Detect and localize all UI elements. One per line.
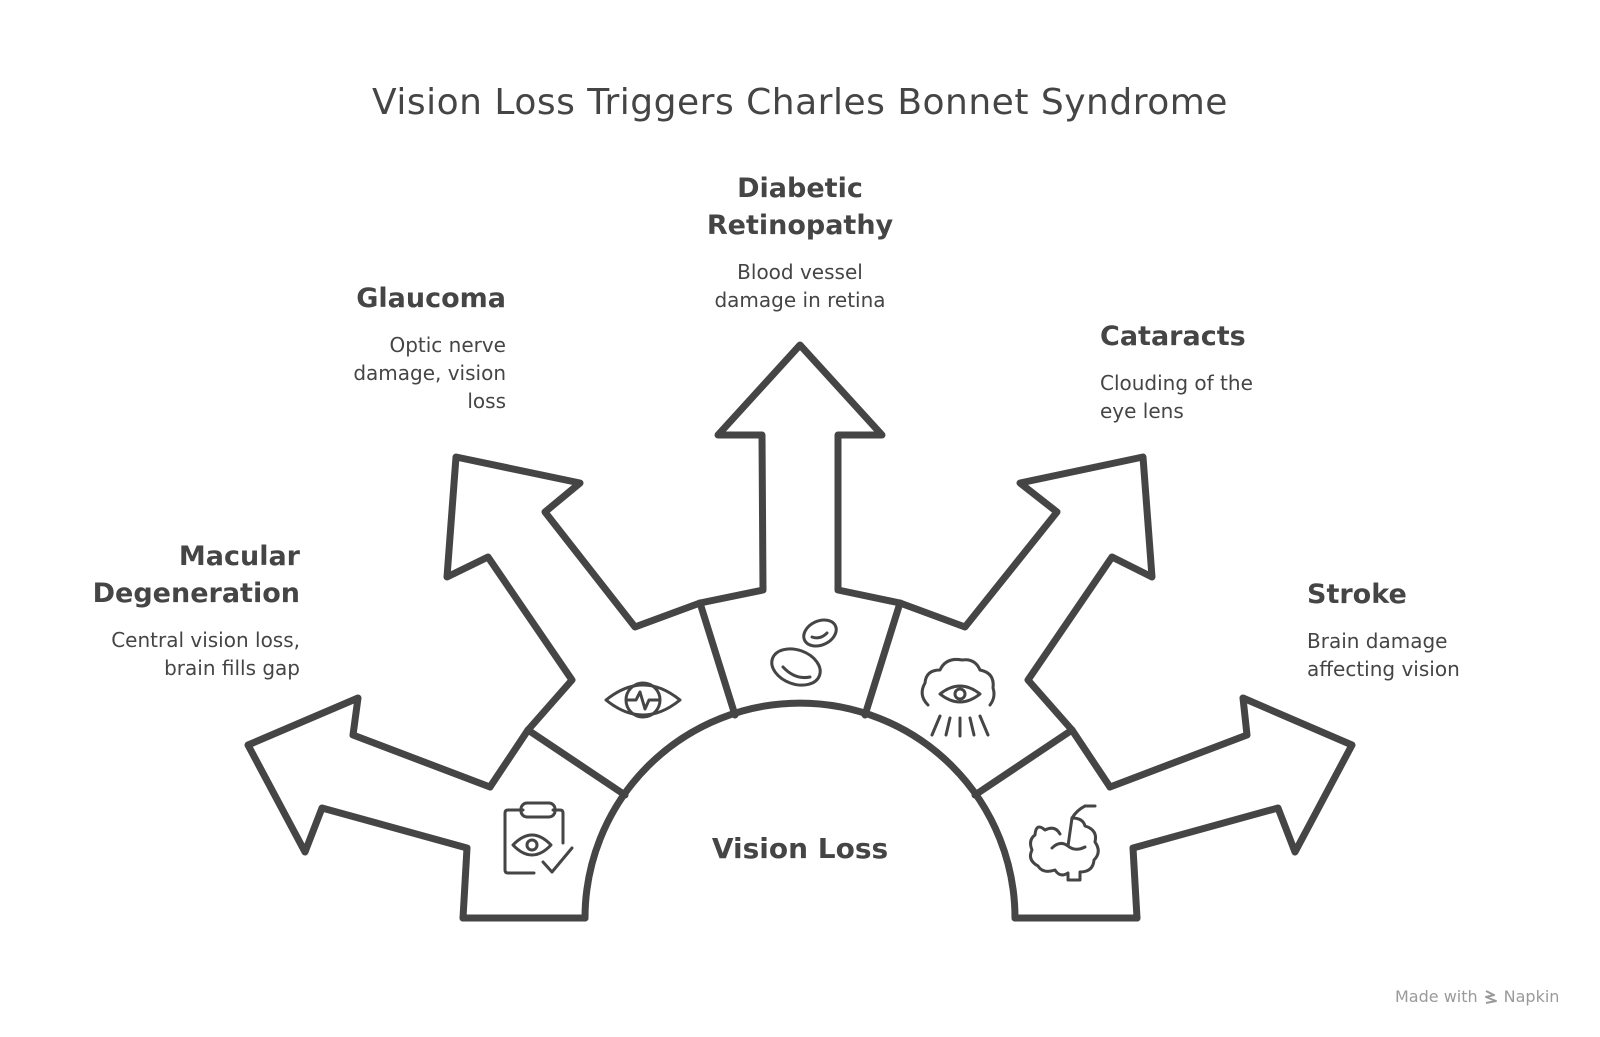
arrow-stroke bbox=[1068, 694, 1356, 922]
napkin-brand-text: Napkin bbox=[1503, 987, 1560, 1006]
arrow-cataracts bbox=[896, 453, 1156, 734]
center-semicircle bbox=[581, 699, 1019, 922]
brain-icon bbox=[1029, 804, 1100, 882]
blood-cells-icon bbox=[770, 618, 838, 687]
clouded-eye-icon bbox=[920, 658, 996, 738]
branch-description: Clouding of the eye lens bbox=[1100, 371, 1253, 423]
branch-heading: Macular Degeneration bbox=[92, 541, 300, 609]
clipboard-eye-check-icon bbox=[503, 801, 574, 875]
branch-diabetic-retinopathy: Diabetic Retinopathy Blood vessel damage… bbox=[650, 170, 950, 314]
arrow-macular-degeneration bbox=[244, 694, 532, 922]
arrow-diabetic-retinopathy bbox=[696, 341, 904, 607]
divider-4 bbox=[971, 726, 1076, 799]
center-label: Vision Loss bbox=[711, 832, 889, 865]
branch-heading: Stroke bbox=[1307, 579, 1407, 610]
divider-3 bbox=[861, 599, 904, 719]
branch-heading: Cataracts bbox=[1100, 321, 1246, 352]
branch-description: Brain damage affecting vision bbox=[1307, 629, 1460, 681]
branch-description: Optic nerve damage, vision loss bbox=[353, 333, 506, 413]
eye-pulse-icon bbox=[604, 681, 682, 719]
made-with-text: Made with bbox=[1395, 987, 1478, 1006]
branch-heading: Glaucoma bbox=[356, 283, 506, 314]
branch-glaucoma: Glaucoma Optic nerve damage, vision loss bbox=[300, 280, 506, 415]
branch-stroke: Stroke Brain damage affecting vision bbox=[1307, 576, 1567, 683]
branch-macular-degeneration: Macular Degeneration Central vision loss… bbox=[40, 538, 300, 682]
diagram-title: Vision Loss Triggers Charles Bonnet Synd… bbox=[372, 82, 1228, 123]
branch-description: Blood vessel damage in retina bbox=[714, 260, 886, 312]
arrow-glaucoma bbox=[443, 453, 704, 734]
divider-1 bbox=[524, 726, 629, 799]
branch-heading: Diabetic Retinopathy bbox=[706, 173, 894, 241]
napkin-logo-icon bbox=[1484, 989, 1497, 1004]
branch-description: Central vision loss, brain fills gap bbox=[111, 628, 300, 680]
made-with-footer[interactable]: Made with Napkin bbox=[1395, 987, 1559, 1006]
divider-2 bbox=[696, 599, 739, 719]
branch-cataracts: Cataracts Clouding of the eye lens bbox=[1100, 318, 1340, 425]
